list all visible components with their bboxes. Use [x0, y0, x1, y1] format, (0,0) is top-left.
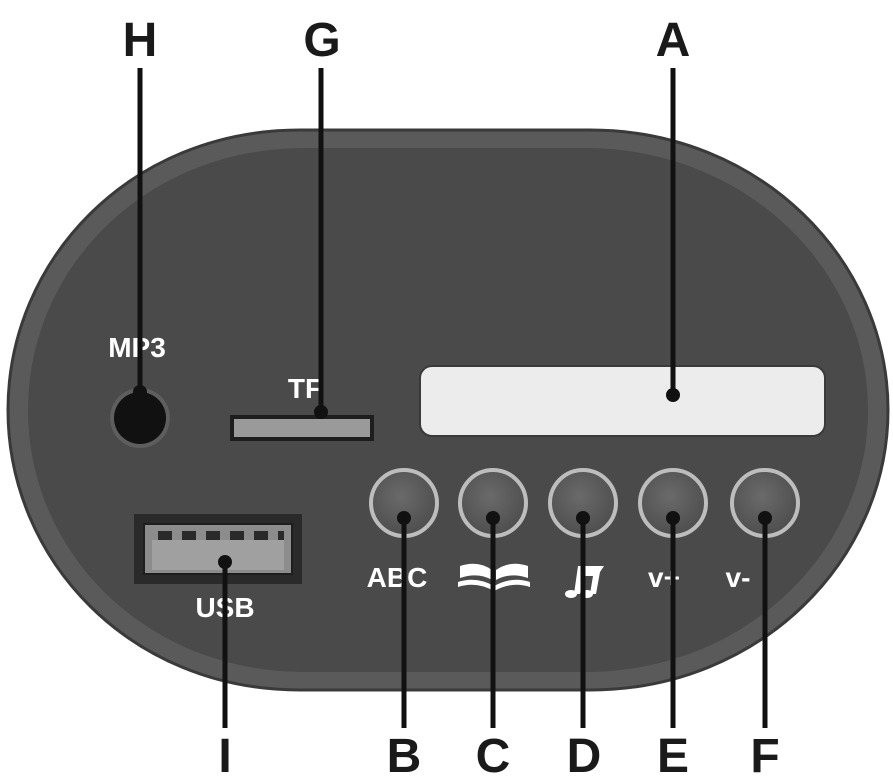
- callout-b: B: [387, 730, 422, 782]
- abc-label: ABC: [367, 562, 428, 593]
- usb-contact-pins: [158, 531, 284, 540]
- callout-f: F: [750, 730, 779, 782]
- mp3-audio-jack[interactable]: [114, 392, 166, 444]
- callout-d: D: [567, 730, 602, 782]
- display-window: [419, 365, 826, 437]
- leader-dot-i: [218, 555, 232, 569]
- leader-dot-f: [758, 511, 772, 525]
- tf-label: TF: [288, 373, 322, 404]
- open-book-icon: [458, 563, 530, 591]
- leader-dot-h: [133, 385, 147, 399]
- callout-i: I: [218, 730, 231, 782]
- leader-dots: [133, 385, 772, 569]
- leader-dot-a: [666, 388, 680, 402]
- leader-dot-g: [314, 405, 328, 419]
- callout-c: C: [476, 730, 511, 782]
- callout-h: H: [123, 14, 158, 67]
- mp3-label: MP3: [108, 332, 166, 363]
- leader-dot-e: [666, 511, 680, 525]
- callout-g: G: [303, 14, 340, 67]
- callout-e: E: [657, 730, 689, 782]
- volume-down-label: v-: [726, 562, 751, 593]
- leader-dot-c: [486, 511, 500, 525]
- callout-a: A: [656, 14, 691, 67]
- leader-lines: [137, 68, 768, 728]
- usb-port-tongue: [152, 540, 284, 570]
- tf-card-slot[interactable]: [230, 415, 374, 441]
- leader-dot-b: [397, 511, 411, 525]
- leader-dot-d: [576, 511, 590, 525]
